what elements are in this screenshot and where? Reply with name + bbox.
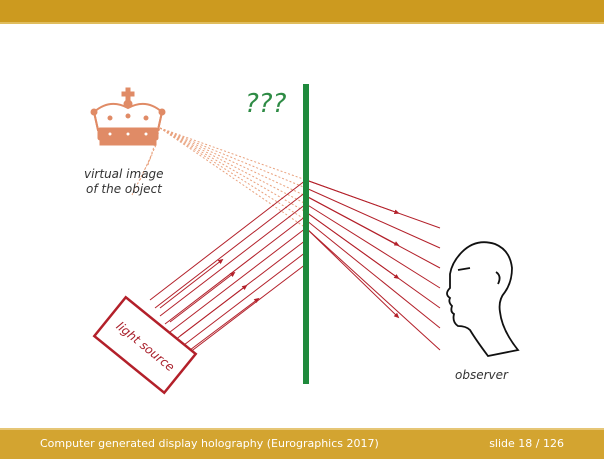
crown-icon [91,88,165,145]
footer-title: Computer generated display holography (E… [40,437,379,450]
observer-head-icon [447,242,518,356]
hologram-plate [303,84,309,384]
illumination-rays [150,180,306,356]
footer-page-number: slide 18 / 126 [489,437,564,450]
question-marks: ??? [245,89,287,119]
virtual-image-caption-line2: of the object [86,182,163,196]
reconstructed-rays [306,180,440,350]
virtual-image-caption-line1: virtual image [84,167,164,181]
observer-label: observer [455,368,509,382]
